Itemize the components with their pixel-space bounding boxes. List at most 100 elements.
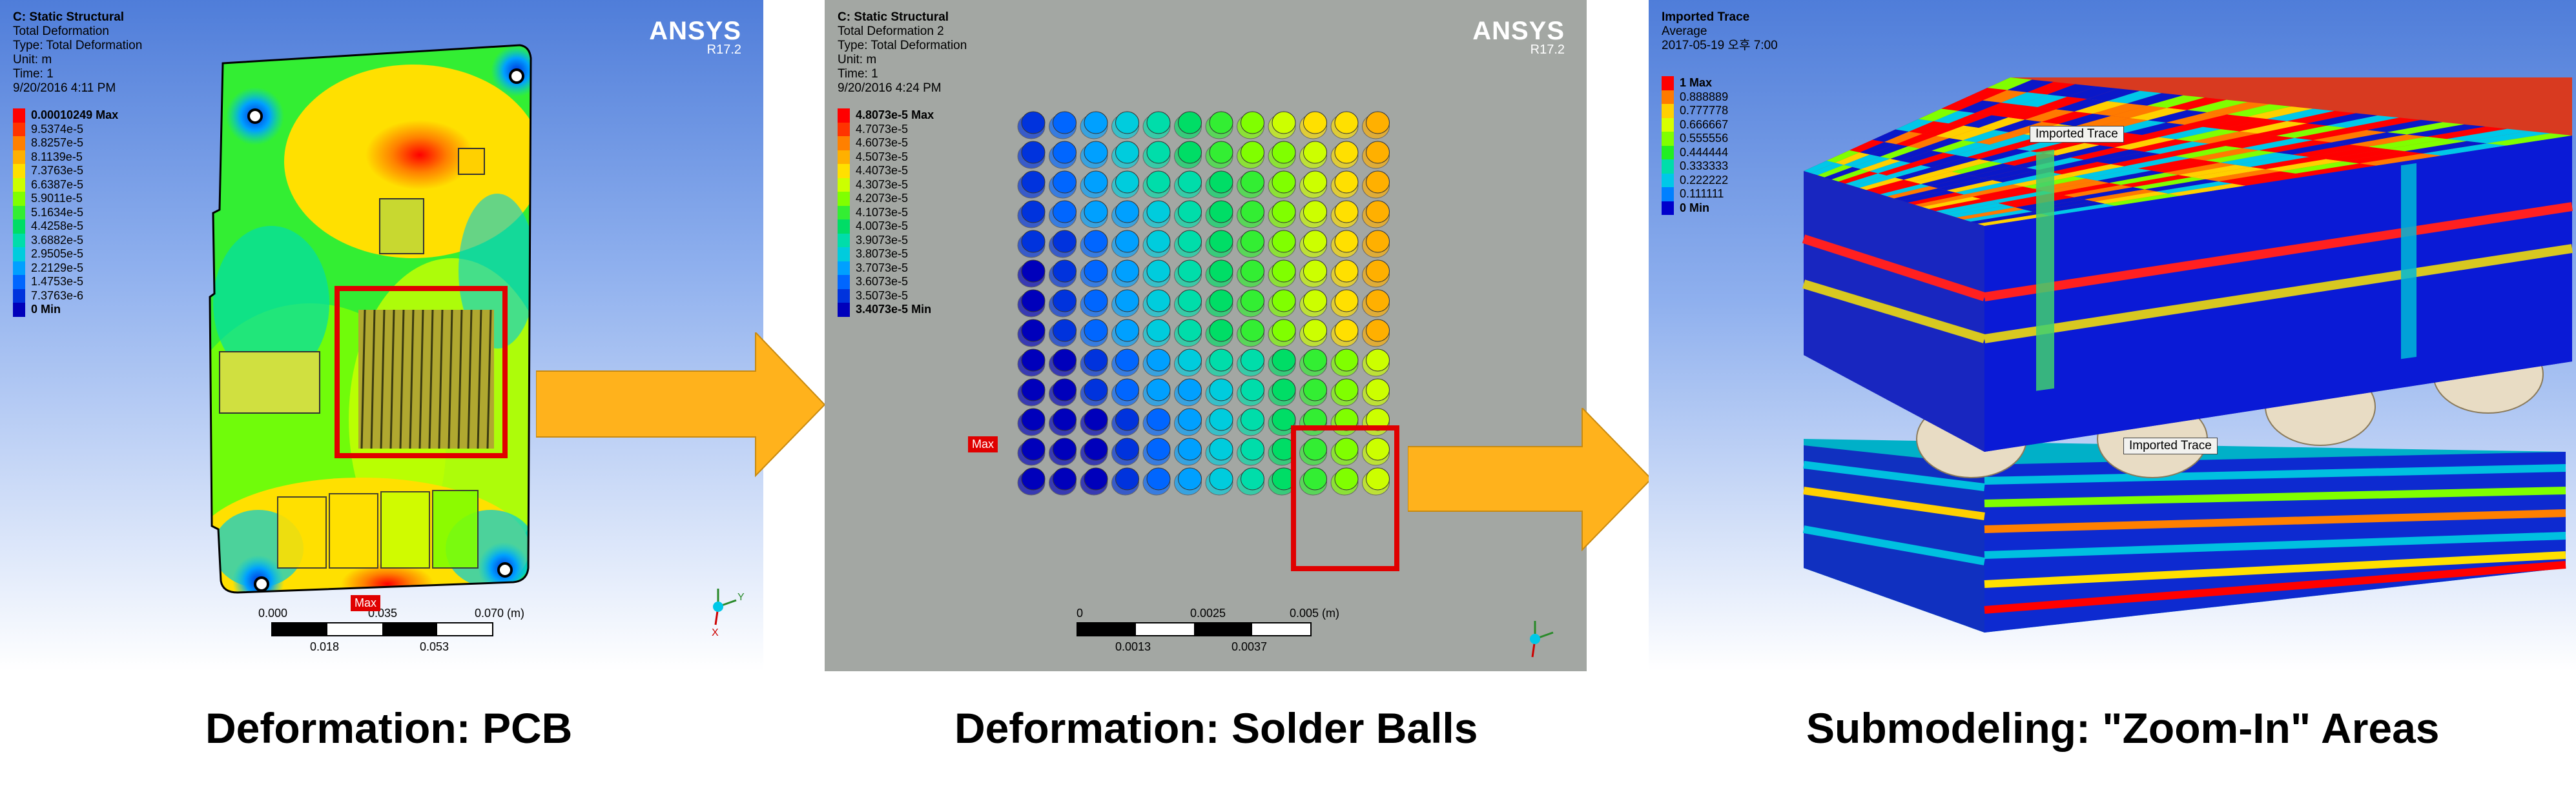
trace-cell (1948, 113, 1992, 126)
trace-cell (2293, 145, 2369, 157)
trace-cell (2404, 141, 2487, 154)
trace-cell (2267, 108, 2334, 121)
trace-cell (1870, 161, 1911, 174)
solder-ball-deformation-view: C: Static Structural Total Deformation 2… (825, 0, 1587, 671)
legend-swatch (13, 122, 25, 136)
legend-label: 4.1073e-5 (856, 205, 909, 219)
scale-bar-graphic (1077, 622, 1312, 636)
legend-label: 4.3073e-5 (856, 177, 909, 191)
trace-cell (1990, 134, 2039, 147)
trace-cell (2166, 112, 2227, 125)
trace-cell (1987, 77, 2032, 90)
submodel-3d-view (1802, 77, 2573, 633)
trace-cell (2159, 143, 2226, 156)
trace-cell (2127, 93, 2183, 106)
legend-label: 5.9011e-5 (31, 192, 83, 205)
trace-cell (2087, 88, 2140, 101)
solder-ball (1299, 319, 1327, 347)
trace-cell (2242, 137, 2313, 150)
trace-cell (2027, 81, 2076, 95)
solder-ball (1205, 319, 1233, 347)
trace-cell (1979, 117, 2025, 130)
trace-cell (2041, 111, 2093, 125)
legend-swatch (13, 247, 25, 261)
trace-cell (2309, 147, 2387, 159)
trace-cell (2043, 181, 2110, 194)
trace-cell (1872, 129, 1910, 142)
solder-ball (1017, 438, 1046, 466)
ansys-version: R17.2 (1530, 43, 1565, 57)
caption-pcb: Deformation: PCB (205, 704, 573, 752)
solder-ball (1111, 438, 1139, 466)
solder-ball (1362, 438, 1390, 466)
solder-ball (1049, 438, 1077, 466)
heatsink-highlight-box (335, 286, 508, 458)
result-unit: Unit: m (13, 53, 52, 66)
caption-submodeling: Submodeling: "Zoom-In" Areas (1806, 704, 2440, 752)
solder-ball (1268, 230, 1296, 258)
trace-cell (2062, 164, 2125, 177)
solder-ball (1237, 408, 1264, 436)
trace-cell (1921, 155, 1968, 168)
trace-cell (1930, 176, 1983, 188)
solder-ball (1142, 170, 1171, 199)
result-header: C: Static Structural Total Deformation 2… (838, 10, 967, 96)
trace-cell (2097, 170, 2165, 183)
trace-cell (2486, 133, 2572, 146)
legend-label: 7.3763e-5 (31, 164, 84, 177)
legend-swatch (838, 233, 850, 247)
trace-cell (2145, 141, 2209, 154)
legend-label: 1.4753e-5 (31, 275, 84, 288)
trace-cell (1880, 146, 1920, 159)
trace-cell (2327, 115, 2400, 128)
legend-label: 4.8073e-5 Max (856, 108, 934, 121)
solder-ball (1017, 289, 1046, 318)
submodel-imported-trace-view: Imported Trace Average 2017-05-19 오후 7:0… (1649, 0, 2576, 671)
legend-swatch (838, 136, 850, 150)
solder-ball (1111, 230, 1139, 258)
scale-label: 0.000 (258, 607, 288, 620)
solder-ball (1049, 319, 1077, 347)
solder-ball (1111, 289, 1139, 318)
trace-cell (2025, 109, 2075, 122)
scale-label: 0.005 (m) (1290, 607, 1340, 620)
solder-ball (1174, 170, 1202, 199)
solder-ball (1299, 289, 1327, 318)
trace-cell (2145, 179, 2219, 192)
result-timestamp: 9/20/2016 4:11 PM (13, 81, 116, 95)
trace-cell (1894, 188, 1947, 201)
trace-cell (1922, 196, 1981, 209)
trace-cell (1890, 148, 1932, 161)
trace-cell (1880, 184, 1930, 197)
trace-cell (2058, 114, 2112, 127)
trace-cell (2251, 157, 2326, 170)
trace-cell (2423, 143, 2507, 156)
trace-cell (2085, 168, 2152, 181)
solder-ball (1080, 467, 1108, 496)
solder-ball (1142, 467, 1171, 496)
legend-label: 3.7073e-5 (856, 261, 909, 274)
imported-trace-label: Imported Trace (2030, 126, 2124, 143)
solder-ball (1049, 141, 1077, 169)
legend-swatch (838, 122, 850, 136)
legend-swatch (13, 275, 25, 289)
solder-ball (1017, 230, 1046, 258)
trace-cell (2056, 99, 2108, 112)
solder-ball (1111, 111, 1139, 139)
trace-cell (1972, 187, 2034, 199)
result-average: Average (1662, 25, 1707, 38)
trace-cell (1878, 163, 1921, 176)
solder-ball (1299, 467, 1327, 496)
legend-swatch (838, 219, 850, 234)
trace-cell (2107, 90, 2162, 104)
solder-ball (1299, 170, 1327, 199)
trace-cell (1949, 127, 1994, 141)
result-timestamp: 2017-05-19 오후 7:00 (1662, 39, 1778, 52)
solder-ball (1049, 467, 1077, 496)
solder-ball (1049, 408, 1077, 436)
solder-ball (1111, 141, 1139, 169)
solder-ball (1268, 408, 1296, 436)
scale-label: 0.053 (420, 640, 449, 653)
solder-ball (1174, 349, 1202, 377)
solder-ball (1299, 111, 1327, 139)
